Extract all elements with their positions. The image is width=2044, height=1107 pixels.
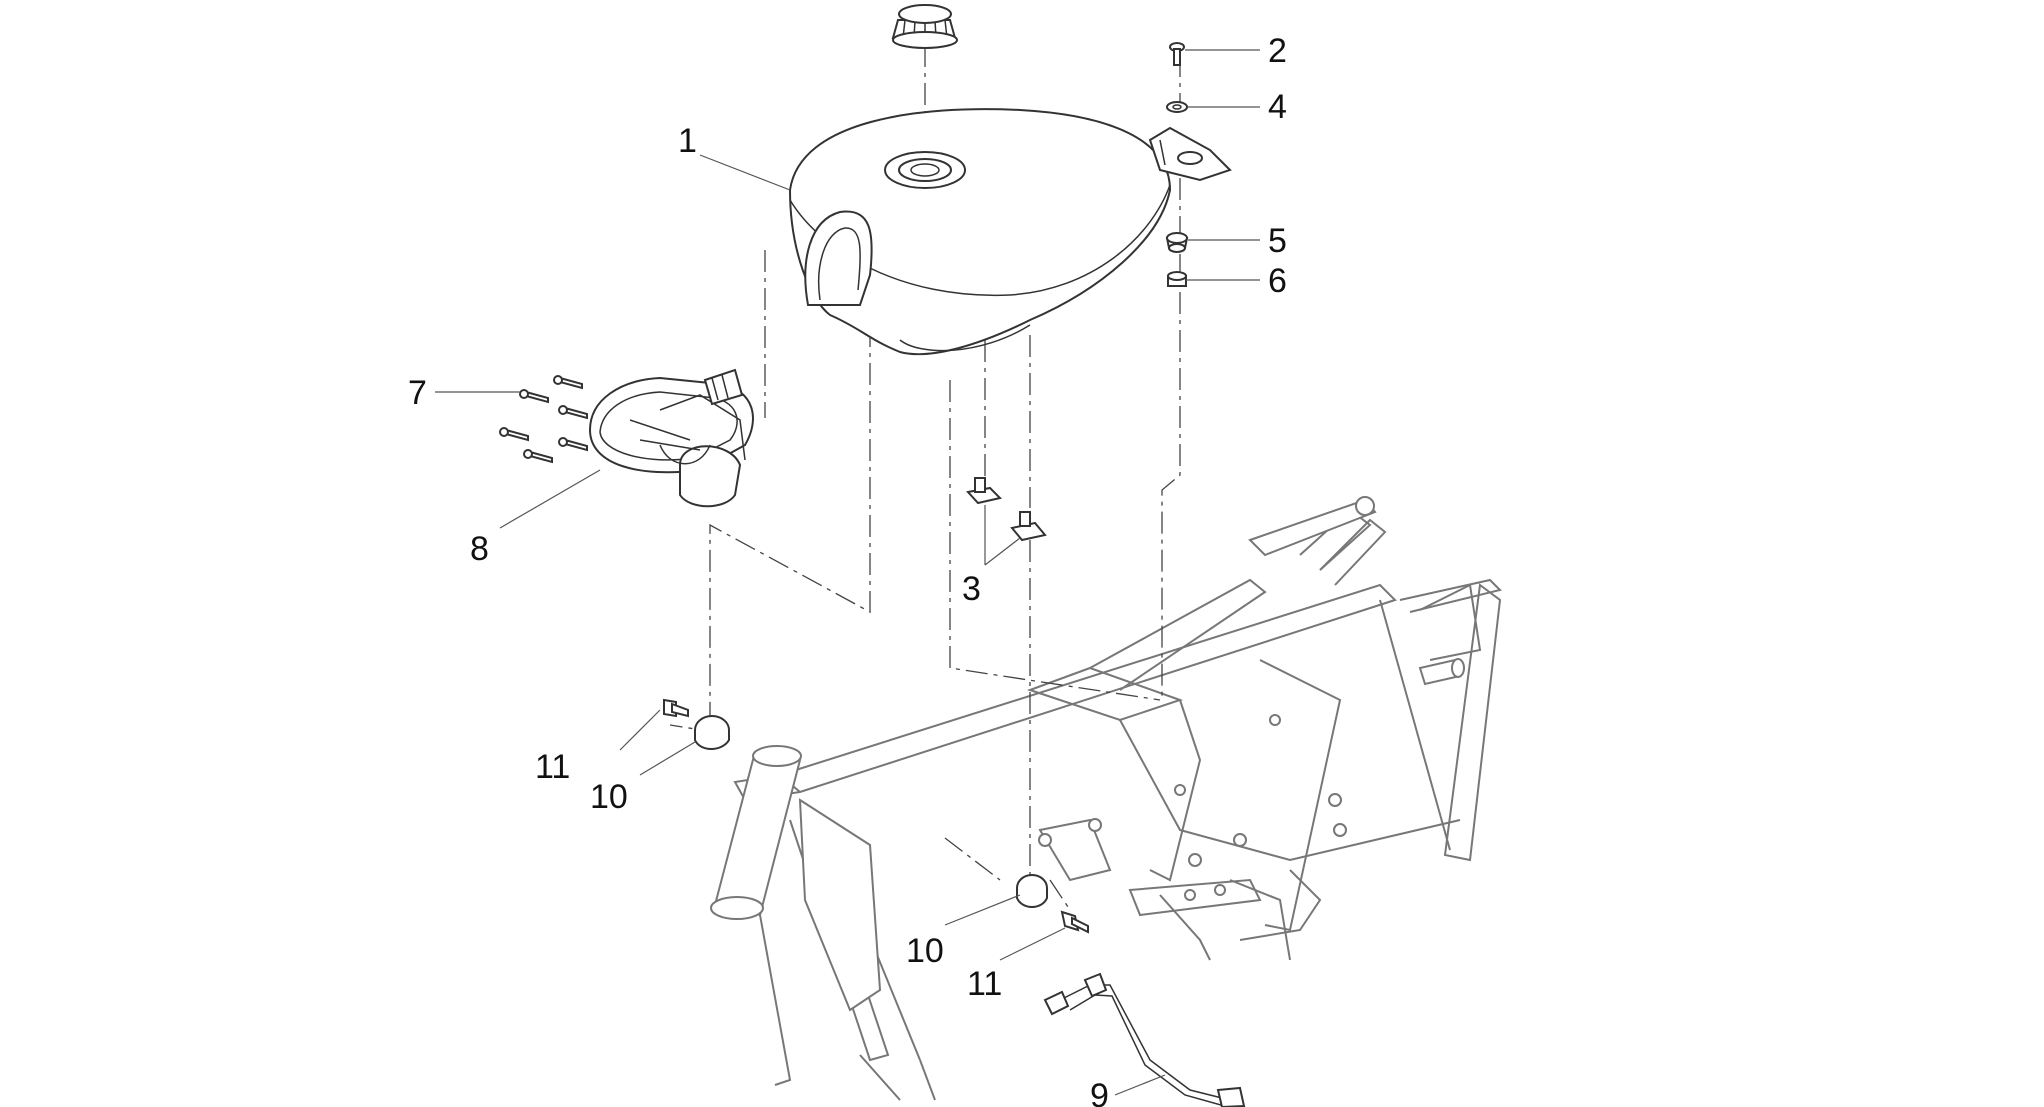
callout-5: 5 [1268, 222, 1287, 260]
rubber-pad-10-upper [694, 715, 730, 750]
motorcycle-frame [710, 496, 1502, 1101]
callout-10-upper: 10 [590, 778, 628, 816]
fuel-pump [588, 368, 754, 508]
callout-8: 8 [470, 530, 489, 568]
rubber-pad-10-lower [1016, 874, 1048, 908]
bolt-11-upper [663, 698, 689, 718]
rubber-grommet-5 [1165, 232, 1189, 253]
fuel-cap [891, 4, 958, 49]
assembly-lines [669, 45, 1181, 911]
leader-lines [435, 49, 1260, 1096]
callout-11-upper: 11 [535, 748, 570, 786]
callout-9: 9 [1090, 1077, 1109, 1107]
callout-6: 6 [1268, 262, 1287, 300]
callout-10-lower: 10 [906, 932, 944, 970]
callout-2: 2 [1268, 32, 1287, 70]
fuel-tank [788, 108, 1232, 356]
callout-4: 4 [1268, 88, 1287, 126]
callout-1: 1 [678, 122, 697, 160]
washer-4 [1166, 101, 1188, 113]
callout-labels: 1 2 4 5 6 7 8 3 11 10 10 11 9 [408, 32, 1287, 1107]
tank-bracket-3 [966, 477, 1047, 542]
fuel-hose [1043, 972, 1246, 1107]
callout-7: 7 [408, 374, 427, 412]
bolt-11-lower [1060, 910, 1089, 934]
pump-screws-7 [499, 375, 588, 464]
nut-6 [1167, 271, 1187, 287]
callout-3: 3 [962, 570, 981, 608]
callout-11-lower: 11 [967, 965, 1002, 1003]
screw-2 [1169, 42, 1185, 66]
